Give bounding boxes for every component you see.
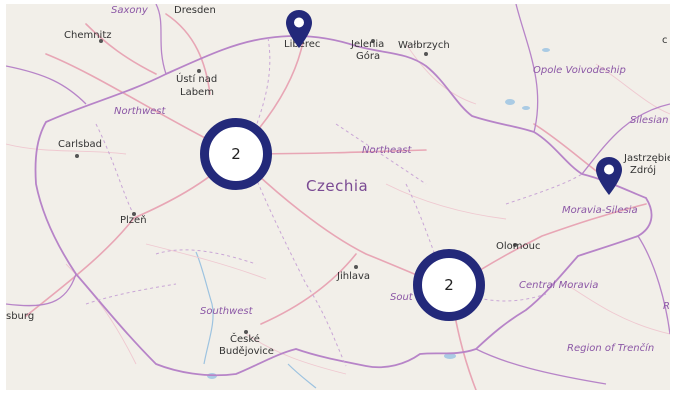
label-chemnitz: Chemnitz	[64, 30, 112, 41]
label-dresden: Dresden	[174, 5, 216, 16]
label-corner-c: c	[662, 35, 668, 46]
label-jastrzebie-2: Zdrój	[630, 165, 656, 176]
label-ceske-budejovice-1: České	[230, 334, 260, 345]
label-northwest: Northwest	[114, 106, 166, 117]
label-jelenia-gora-1: Jelenia	[351, 39, 385, 50]
label-saxony: Saxony	[111, 5, 148, 16]
label-southwest: Southwest	[200, 306, 253, 317]
map-viewport[interactable]: Saxony Dresden Chemnitz Liberec Jelenia …	[6, 4, 670, 390]
map-pin-icon[interactable]	[595, 156, 623, 196]
label-silesian: Silesian	[630, 115, 669, 126]
label-jelenia-gora-2: Góra	[356, 51, 381, 62]
label-central-moravia: Central Moravia	[519, 280, 599, 291]
label-walbrzych: Wałbrzych	[398, 40, 450, 51]
label-jihlava: Jihlava	[337, 271, 371, 282]
label-south-partial: Sout	[390, 292, 413, 303]
label-ceske-budejovice-2: Budějovice	[219, 346, 274, 357]
map-tiles	[6, 4, 670, 390]
label-opole-voivodeship: Opole Voivodeship	[533, 65, 626, 76]
label-r-partial: R	[663, 301, 670, 312]
label-usti-2: Labem	[180, 87, 214, 98]
label-moravia-silesia: Moravia-Silesia	[562, 205, 638, 216]
cluster-marker-south[interactable]: 2	[413, 249, 485, 321]
cluster-count: 2	[231, 145, 241, 163]
label-plzen: Plzeň	[120, 215, 147, 226]
cluster-count: 2	[444, 276, 454, 294]
label-liberec: Liberec	[284, 39, 321, 50]
label-sburg: sburg	[6, 311, 35, 322]
map-pin-icon[interactable]	[285, 9, 313, 49]
label-carlsbad: Carlsbad	[58, 139, 103, 150]
label-northeast: Northeast	[362, 145, 412, 156]
label-jastrzebie-1: Jastrzębie	[624, 153, 670, 164]
country-label: Czechia	[306, 177, 369, 195]
label-usti-1: Ústí nad	[176, 74, 218, 85]
cluster-marker-northwest[interactable]: 2	[200, 118, 272, 190]
label-region-of-trencin: Region of Trenčín	[567, 343, 655, 354]
label-olomouc: Olomouc	[496, 241, 541, 252]
